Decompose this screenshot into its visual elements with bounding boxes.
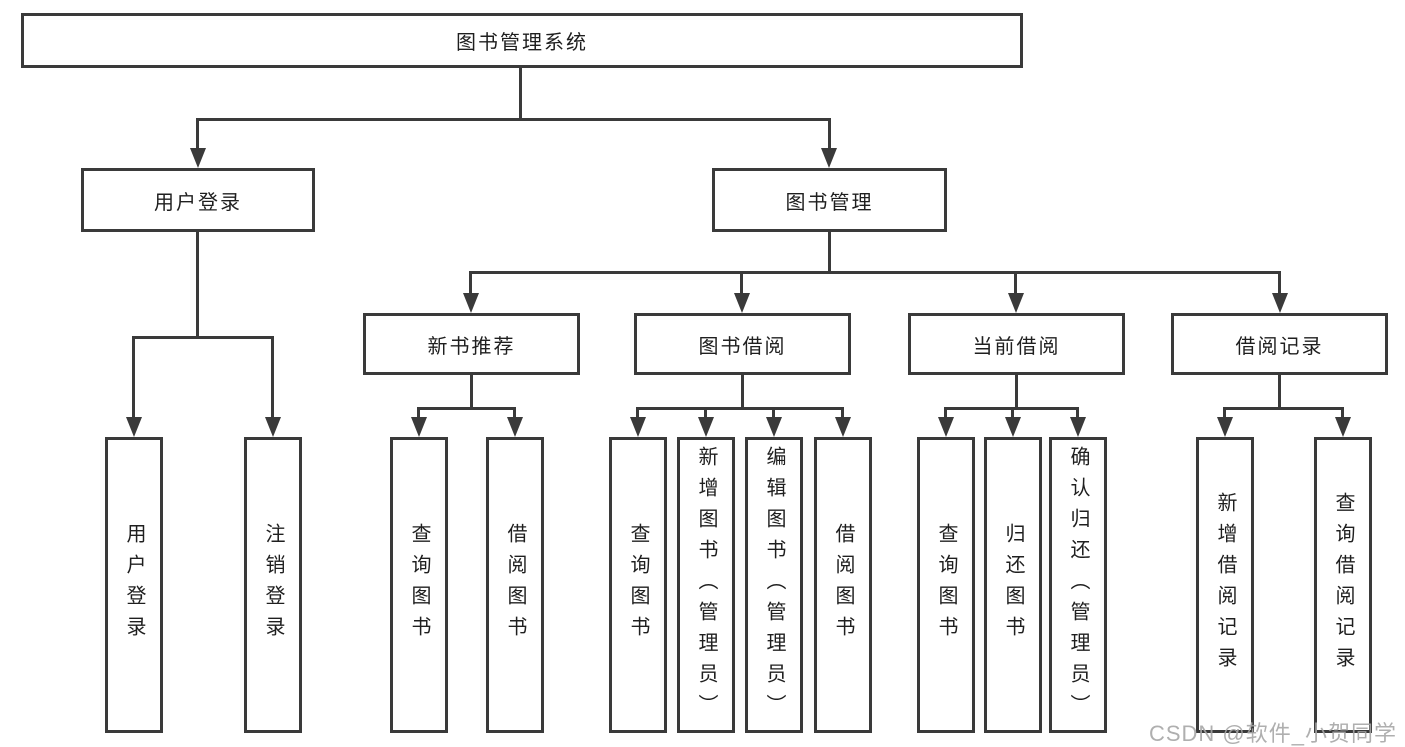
node-current-borrowing: 当前借阅 (908, 313, 1125, 375)
arrowhead-icon (734, 293, 750, 313)
connector-line (741, 375, 744, 410)
connector-line (513, 407, 516, 421)
node-library-management-system: 图书管理系统 (21, 13, 1023, 68)
arrowhead-icon (1217, 417, 1233, 437)
arrowhead-icon (265, 417, 281, 437)
connector-line (271, 336, 274, 421)
node-book-borrowing: 图书借阅 (634, 313, 851, 375)
arrowhead-icon (507, 417, 523, 437)
connector-line (704, 407, 707, 421)
connector-line (828, 118, 831, 151)
leaf-borrow-books: 借阅图书 (814, 437, 872, 733)
leaf-user-login: 用户登录 (105, 437, 163, 733)
arrowhead-icon (938, 417, 954, 437)
arrowhead-icon (630, 417, 646, 437)
arrowhead-icon (463, 293, 479, 313)
connector-line (417, 407, 516, 410)
connector-line (1341, 407, 1344, 421)
leaf-query-borrow-record: 查询借阅记录 (1314, 437, 1372, 733)
connector-line (469, 271, 1281, 274)
arrowhead-icon (821, 148, 837, 168)
connector-line (1278, 375, 1281, 410)
connector-line (132, 336, 135, 421)
connector-line (944, 407, 947, 421)
leaf-query-books-current: 查询图书 (917, 437, 975, 733)
connector-line (636, 407, 639, 421)
leaf-confirm-return-admin: 确认归还（管理员） (1049, 437, 1107, 733)
connector-line (1015, 375, 1018, 410)
arrowhead-icon (126, 417, 142, 437)
leaf-logout: 注销登录 (244, 437, 302, 733)
arrowhead-icon (1008, 293, 1024, 313)
connector-line (1223, 407, 1344, 410)
connector-line (519, 68, 522, 121)
node-borrowing-records: 借阅记录 (1171, 313, 1388, 375)
connector-line (1011, 407, 1014, 421)
node-user-login: 用户登录 (81, 168, 315, 232)
connector-line (469, 271, 472, 296)
arrowhead-icon (766, 417, 782, 437)
leaf-add-borrow-record: 新增借阅记录 (1196, 437, 1254, 733)
arrowhead-icon (698, 417, 714, 437)
arrowhead-icon (1272, 293, 1288, 313)
arrowhead-icon (1005, 417, 1021, 437)
arrowhead-icon (1335, 417, 1351, 437)
leaf-add-book-admin: 新增图书（管理员） (677, 437, 735, 733)
node-book-management: 图书管理 (712, 168, 947, 232)
connector-line (636, 407, 844, 410)
connector-line (470, 375, 473, 410)
leaf-return-books: 归还图书 (984, 437, 1042, 733)
csdn-watermark: CSDN @软件_小贺同学 (1148, 721, 1397, 746)
arrowhead-icon (411, 417, 427, 437)
node-new-book-recommendation: 新书推荐 (363, 313, 580, 375)
leaf-edit-book-admin: 编辑图书（管理员） (745, 437, 803, 733)
leaf-borrow-books-recommend: 借阅图书 (486, 437, 544, 733)
connector-line (841, 407, 844, 421)
arrowhead-icon (1070, 417, 1086, 437)
connector-line (196, 118, 199, 151)
connector-line (132, 336, 274, 339)
arrowhead-icon (190, 148, 206, 168)
leaf-query-books-recommend: 查询图书 (390, 437, 448, 733)
connector-line (196, 232, 199, 339)
connector-line (740, 271, 743, 296)
connector-line (1076, 407, 1079, 421)
connector-line (1014, 271, 1017, 296)
connector-line (828, 232, 831, 274)
arrowhead-icon (835, 417, 851, 437)
connector-line (417, 407, 420, 421)
connector-line (1278, 271, 1281, 296)
connector-line (196, 118, 831, 121)
connector-line (772, 407, 775, 421)
leaf-query-books-borrow: 查询图书 (609, 437, 667, 733)
connector-line (1223, 407, 1226, 421)
